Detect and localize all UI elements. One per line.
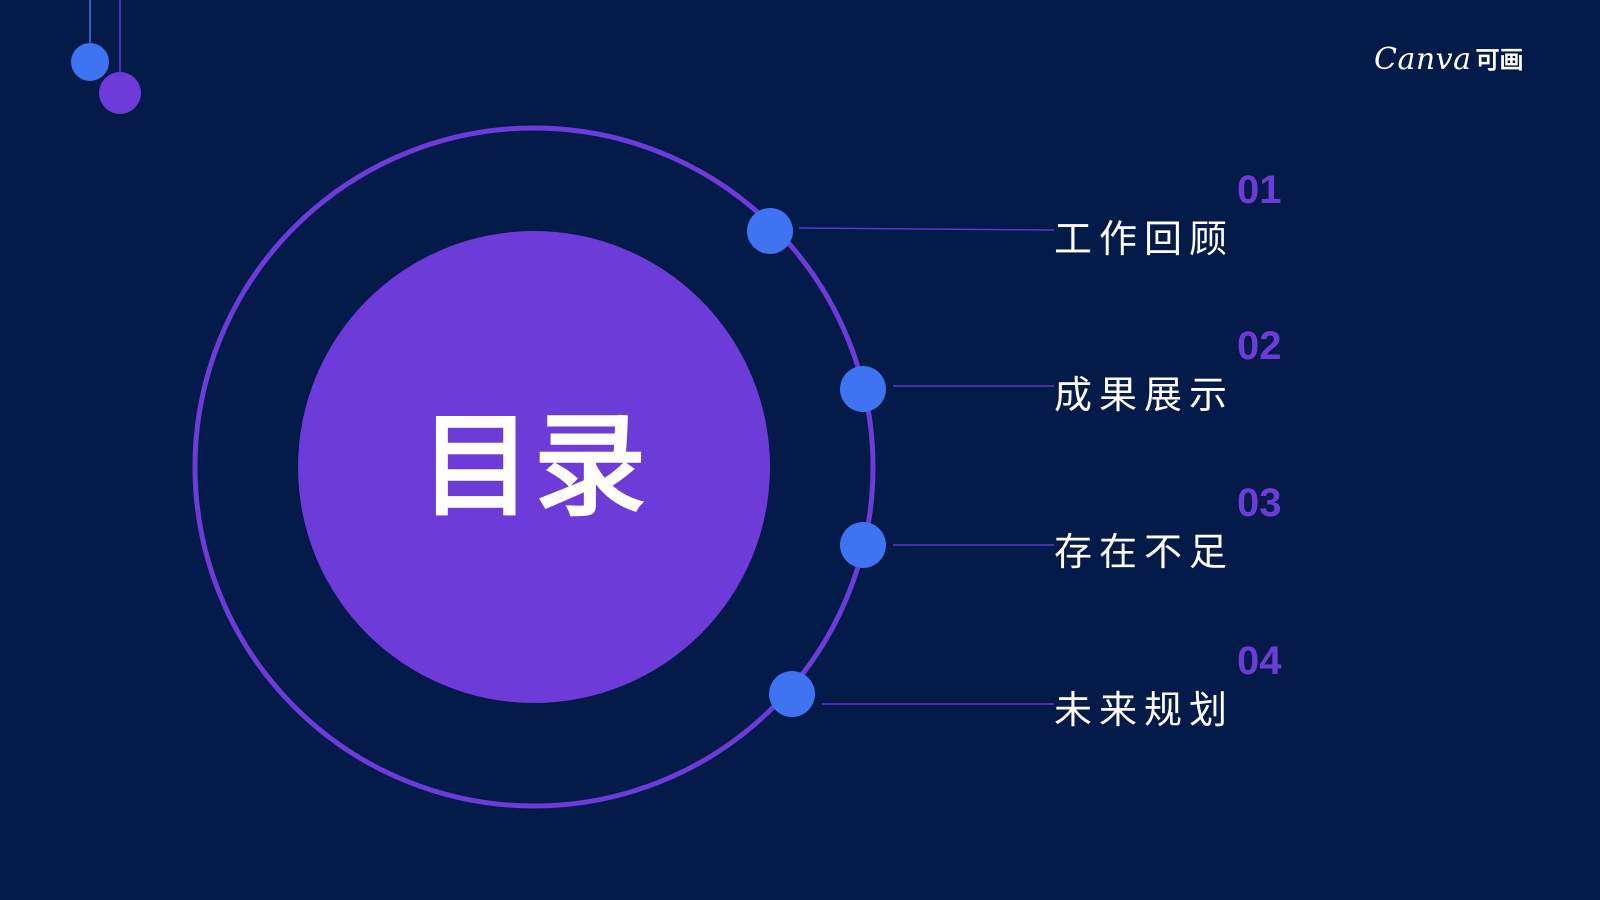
toc-item-04: 未来规划 04: [1054, 641, 1314, 732]
toc-item-01: 工作回顾 01: [1054, 170, 1314, 261]
small-purple-dot: [99, 72, 141, 114]
connector-line-1: [798, 227, 1055, 231]
outer-ring: [192, 125, 876, 809]
timeline-dot-1: [747, 208, 793, 254]
logo-text: Canva: [1374, 42, 1472, 77]
toc-label-01: 工作回顾: [1054, 217, 1235, 261]
toc-number-01: 01: [1237, 168, 1282, 212]
toc-item-02: 成果展示 02: [1054, 326, 1314, 417]
toc-label-03: 存在不足: [1054, 530, 1235, 574]
logo-mark: 可画: [1475, 46, 1524, 74]
timeline-dot-4: [769, 671, 815, 717]
small-blue-dot: [71, 43, 109, 81]
toc-item-03: 存在不足 03: [1054, 483, 1314, 574]
inner-disc: [298, 231, 770, 703]
toc-label-02: 成果展示: [1054, 373, 1235, 417]
canva-logo: Canva 可画: [1374, 36, 1534, 84]
toc-number-02: 02: [1237, 324, 1282, 368]
toc-number-03: 03: [1237, 481, 1282, 525]
timeline-dot-2: [840, 366, 886, 412]
timeline-dot-3: [840, 522, 886, 568]
contents-title: 目录: [420, 402, 648, 532]
toc-label-04: 未来规划: [1054, 688, 1235, 732]
toc-number-04: 04: [1237, 639, 1282, 683]
